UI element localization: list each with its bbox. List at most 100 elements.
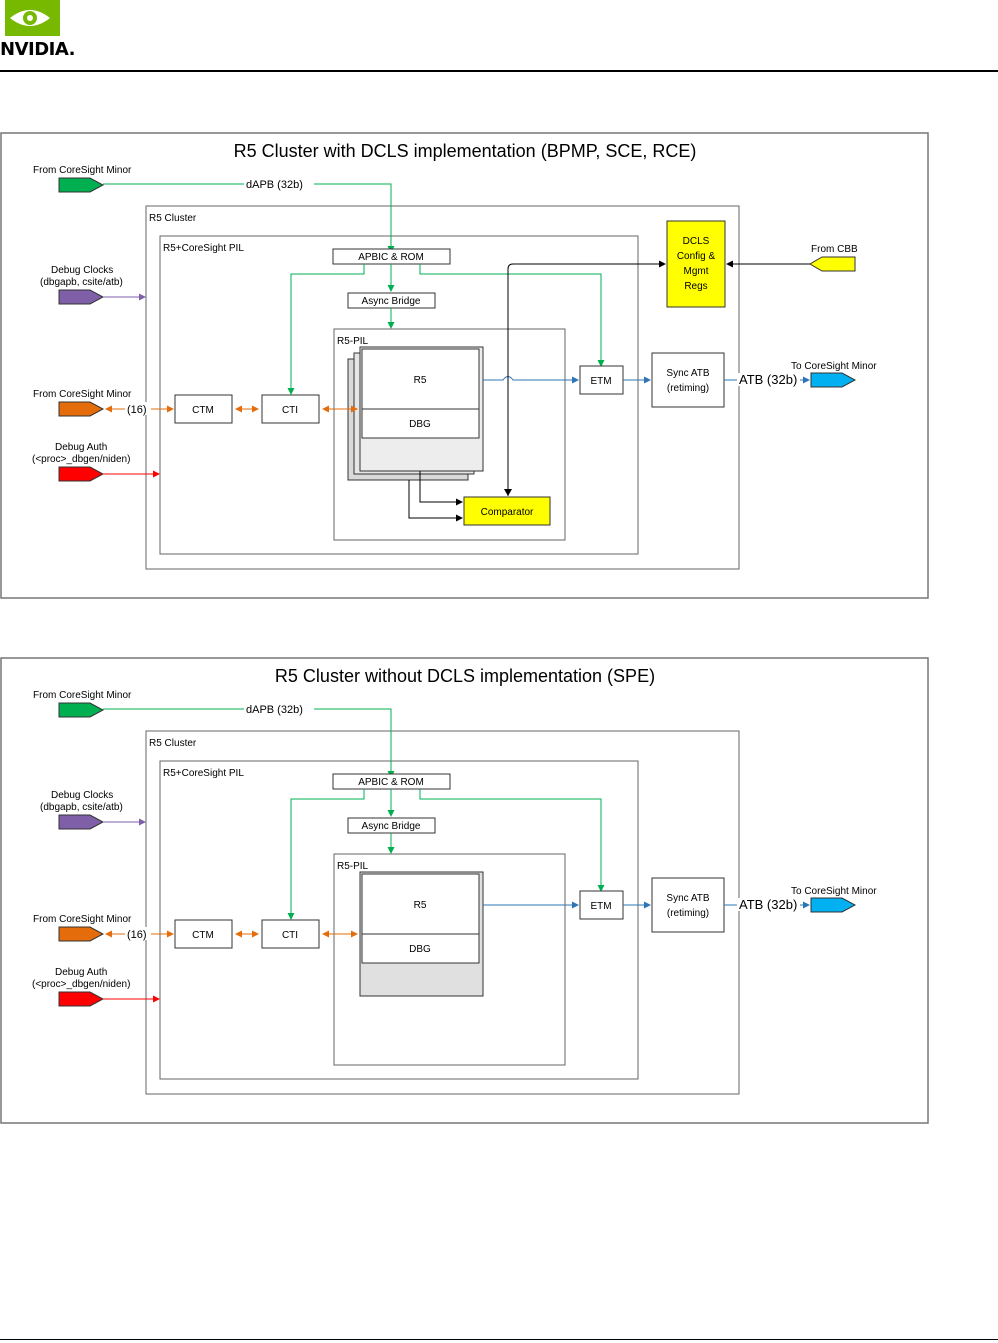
to-coresight-label: To CoreSight Minor <box>791 361 877 372</box>
debug-clocks-sub-label: (dbgapb, csite/atb) <box>40 277 123 288</box>
apbic-rom-label: APBIC & ROM <box>358 252 424 263</box>
pil-box <box>159 235 639 555</box>
async-bridge-label: Async Bridge <box>362 296 421 307</box>
debug-auth-sub-label: (<proc>_dbgen/niden) <box>32 454 130 465</box>
dcls-label-2: Config & <box>677 251 716 262</box>
header-rule <box>0 70 998 72</box>
dapb-label-bg <box>244 177 314 190</box>
cti-box <box>261 919 320 949</box>
cross-trigger-port-icon <box>58 926 105 942</box>
dcls-label-1: DCLS <box>683 236 710 247</box>
apbic-to-etm-line <box>419 264 605 367</box>
atb-label-bg <box>737 373 800 386</box>
r5-cluster-label: R5 Cluster <box>149 213 197 224</box>
shadow-to-comparator-line <box>408 480 463 522</box>
cti-box <box>261 394 320 424</box>
from-coresight-top-label: From CoreSight Minor <box>33 690 132 701</box>
nvidia-eye-icon <box>5 0 60 36</box>
dapb-line <box>103 183 395 253</box>
from-cbb-port-icon <box>809 256 856 272</box>
r5-pil-label: R5-PIL <box>337 861 369 872</box>
comparator-arrow-icon <box>504 489 512 496</box>
dcls-config-box <box>666 220 726 308</box>
to-coresight-label: To CoreSight Minor <box>791 886 877 897</box>
apbic-to-etm-line <box>419 789 605 892</box>
dapb-port-icon <box>58 702 105 718</box>
pil-label: R5+CoreSight PIL <box>163 243 244 254</box>
sync-atb-box <box>651 877 725 933</box>
ctm-box <box>174 394 233 424</box>
dcls-label-4: Regs <box>684 281 707 292</box>
dbg-box <box>361 408 480 439</box>
sync-atb-label: Sync ATB <box>666 893 709 904</box>
bus16-label: (16) <box>127 404 147 416</box>
comparator-label: Comparator <box>481 507 534 518</box>
r5-pil-label: R5-PIL <box>337 336 369 347</box>
atb-label-bg <box>737 898 800 911</box>
ctm-box <box>174 919 233 949</box>
debug-clocks-sub-label: (dbgapb, csite/atb) <box>40 802 123 813</box>
cti-label: CTI <box>282 405 298 416</box>
debug-auth-port-icon <box>58 466 105 482</box>
r5-pil-box <box>333 853 566 1066</box>
bus16-label-bg <box>125 927 151 940</box>
comparator-box <box>463 496 551 526</box>
debug-auth-label: Debug Auth <box>55 442 107 453</box>
atb-out-port-icon <box>810 372 857 388</box>
debug-auth-sub-label: (<proc>_dbgen/niden) <box>32 979 130 990</box>
from-cbb-label: From CBB <box>811 244 858 255</box>
atb-out-port-icon <box>810 897 857 913</box>
etm-label: ETM <box>590 376 611 387</box>
bus16-label-bg <box>125 402 151 415</box>
sync-atb-box <box>651 352 725 408</box>
core-to-comparator-line <box>419 471 463 506</box>
dbg-label: DBG <box>409 944 431 955</box>
from-coresight-mid-label: From CoreSight Minor <box>33 914 132 925</box>
sync-atb-sub-label: (retiming) <box>667 383 709 394</box>
etm-box <box>579 365 624 395</box>
dapb-label: dAPB (32b) <box>246 179 303 191</box>
debug-clocks-label: Debug Clocks <box>51 790 113 801</box>
r5-box <box>361 348 480 410</box>
r5-cluster-label: R5 Cluster <box>149 738 197 749</box>
ctm-label: CTM <box>192 930 214 941</box>
async-bridge-label: Async Bridge <box>362 821 421 832</box>
debug-clocks-label: Debug Clocks <box>51 265 113 276</box>
cross-trigger-port-icon <box>58 401 105 417</box>
logo-wordmark: NVIDIA. <box>0 39 75 60</box>
apbic-to-cti-line <box>287 264 365 395</box>
r5-label: R5 <box>414 900 427 911</box>
diagram-title: R5 Cluster with DCLS implementation (BPM… <box>234 141 697 161</box>
diagram-title: R5 Cluster without DCLS implementation (… <box>275 666 655 686</box>
r5-box <box>361 873 480 935</box>
apbic-to-cti-line <box>287 789 365 920</box>
debug-auth-port-icon <box>58 991 105 1007</box>
apbic-rom-label: APBIC & ROM <box>358 777 424 788</box>
bus16-label: (16) <box>127 929 147 941</box>
dcls-to-comparator-line <box>507 260 666 496</box>
dapb-label: dAPB (32b) <box>246 704 303 716</box>
sync-atb-sub-label: (retiming) <box>667 908 709 919</box>
r5-cluster-box <box>145 205 740 570</box>
ctm-label: CTM <box>192 405 214 416</box>
sync-atb-label: Sync ATB <box>666 368 709 379</box>
from-coresight-mid-label: From CoreSight Minor <box>33 389 132 400</box>
debug-auth-label: Debug Auth <box>55 967 107 978</box>
atb-label: ATB (32b) <box>739 897 797 912</box>
dbg-label: DBG <box>409 419 431 430</box>
dapb-label-bg <box>244 702 314 715</box>
pil-box <box>159 760 639 1080</box>
debug-clocks-port-icon <box>58 289 105 305</box>
diagram-without-dcls: R5 Cluster without DCLS implementation (… <box>0 657 929 1124</box>
dapb-port-icon <box>58 177 105 193</box>
dapb-line <box>103 708 395 778</box>
atb-label: ATB (32b) <box>739 372 797 387</box>
r5-pil-box <box>333 328 566 541</box>
debug-clocks-port-icon <box>58 814 105 830</box>
from-coresight-top-label: From CoreSight Minor <box>33 165 132 176</box>
r5-label: R5 <box>414 375 427 386</box>
dbg-box <box>361 933 480 964</box>
etm-label: ETM <box>590 901 611 912</box>
dcls-label-3: Mgmt <box>684 266 709 277</box>
r5-cluster-box <box>145 730 740 1095</box>
